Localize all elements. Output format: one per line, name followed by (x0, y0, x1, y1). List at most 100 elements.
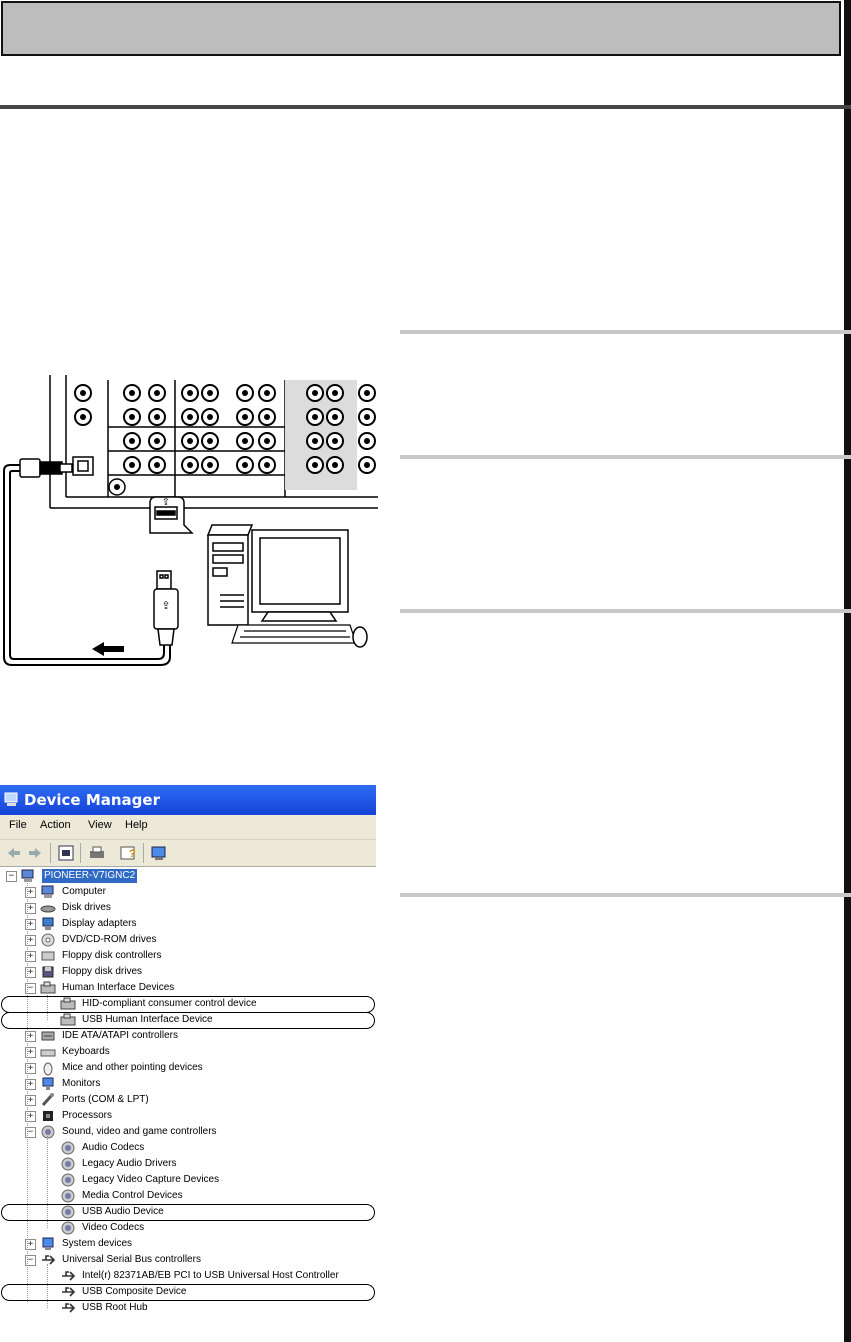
device-label: Media Control Devices (82, 1190, 183, 1201)
usb-plug-a-receiver (19, 458, 73, 478)
rca-jack-center (242, 414, 248, 420)
rca-jack-center (364, 462, 370, 468)
step-rule-1 (400, 330, 851, 334)
expand-icon[interactable]: + (25, 935, 36, 946)
expand-icon[interactable]: + (25, 1079, 36, 1090)
keyboard-icon (40, 1049, 56, 1057)
rca-jack-center (264, 390, 270, 396)
device-label: Audio Codecs (82, 1142, 145, 1153)
step-rule-2 (400, 455, 851, 459)
sound-icon (61, 1205, 75, 1219)
rca-jack-center (187, 438, 193, 444)
help-icon[interactable]: ? (119, 844, 137, 862)
expand-icon[interactable]: + (25, 951, 36, 962)
rca-jack-center (129, 414, 135, 420)
display-adapter-icon (42, 917, 54, 930)
scan-hardware-icon[interactable] (150, 844, 168, 862)
expand-icon[interactable]: + (25, 1047, 36, 1058)
receiver-rear-panel (49, 375, 378, 509)
menu-action[interactable]: Action (40, 819, 71, 831)
category-label: Floppy disk drives (62, 966, 143, 977)
device-label: Legacy Audio Drivers (82, 1158, 177, 1169)
expand-icon[interactable]: + (25, 1111, 36, 1122)
collapse-icon[interactable]: − (25, 983, 36, 994)
expand-icon[interactable]: + (25, 967, 36, 978)
category-label: Keyboards (62, 1046, 110, 1057)
sound-icon (61, 1221, 75, 1235)
monitor-icon (251, 529, 349, 622)
menu-file[interactable]: File (9, 819, 27, 831)
computer-tower-icon (206, 524, 254, 626)
sound-icon (61, 1157, 75, 1171)
device-label: HID-compliant consumer control device (82, 998, 257, 1009)
computer-icon (21, 869, 34, 882)
sound-icon (61, 1141, 75, 1155)
title-bar: Device Manager (0, 785, 376, 815)
page-edge-tab (844, 0, 851, 1342)
back-arrow-icon[interactable] (5, 844, 23, 862)
expand-icon[interactable]: + (25, 1031, 36, 1042)
hid-icon (40, 981, 56, 994)
menu-help[interactable]: Help (125, 819, 148, 831)
category-label: Processors (62, 1110, 113, 1121)
sound-icon (41, 1125, 55, 1139)
expand-icon[interactable]: + (25, 1063, 36, 1074)
highlight-oval (1, 1204, 375, 1221)
device-label: USB Human Interface Device (82, 1014, 213, 1025)
expand-icon[interactable]: + (25, 1095, 36, 1106)
collapse-icon[interactable]: − (6, 871, 17, 882)
rca-jack-center (129, 390, 135, 396)
rca-jack-center (242, 438, 248, 444)
section-rule (0, 105, 851, 109)
properties-icon[interactable] (57, 844, 75, 862)
rca-jack-center (187, 390, 193, 396)
forward-arrow-icon[interactable] (26, 844, 44, 862)
rca-jack-center (154, 390, 160, 396)
mouse-icon (43, 1062, 53, 1076)
category-label: DVD/CD-ROM drives (62, 934, 157, 945)
svg-text:?: ? (129, 848, 136, 860)
expand-icon[interactable]: + (25, 1239, 36, 1250)
expand-icon[interactable]: + (25, 919, 36, 930)
menu-bar: File Action View Help (0, 815, 376, 840)
device-tree: − PIONEER-V7IGNC2 +Computer+Disk drives+… (0, 867, 376, 1342)
rca-jack-center (264, 414, 270, 420)
rca-jack-center (332, 438, 338, 444)
mouse-icon (352, 626, 368, 648)
expand-icon[interactable]: + (25, 903, 36, 914)
expand-icon[interactable]: + (25, 887, 36, 898)
usb-icon (62, 1287, 76, 1297)
device-label: Video Codecs (82, 1222, 145, 1233)
monitor-icon (42, 1077, 54, 1090)
collapse-icon[interactable]: − (25, 1127, 36, 1138)
floppy-drive-icon (42, 966, 54, 978)
sound-icon (61, 1173, 75, 1187)
rca-jack-center (187, 414, 193, 420)
menu-view[interactable]: View (88, 819, 112, 831)
category-label: Universal Serial Bus controllers (62, 1254, 201, 1265)
rca-jacks (74, 384, 376, 474)
rca-jack-center (364, 390, 370, 396)
root-label: PIONEER-V7IGNC2 (42, 869, 138, 883)
ide-controller-icon (41, 1031, 55, 1041)
print-icon[interactable] (88, 844, 106, 862)
usb-plug-computer: ⇪ ⇪ (149, 496, 194, 646)
collapse-icon[interactable]: − (25, 1255, 36, 1266)
usb-connection-diagram: ⇪ ⇪ (3, 375, 378, 666)
direction-arrow-icon (92, 642, 124, 656)
window-title: Device Manager (24, 791, 160, 809)
tree-guide-line (47, 1264, 48, 1308)
device-manager-window: Device Manager File Action View Help ? −… (0, 785, 376, 1342)
tree-guide-line (47, 992, 48, 1020)
device-label: USB Audio Device (82, 1206, 164, 1217)
system-device-icon (42, 1237, 54, 1250)
page-header-bar (1, 1, 841, 56)
category-label: System devices (62, 1238, 133, 1249)
toolbar: ? (0, 840, 376, 867)
category-label: Floppy disk controllers (62, 950, 162, 961)
rca-jack-center (129, 438, 135, 444)
rca-jack-center (242, 462, 248, 468)
disk-drive-icon (40, 905, 56, 913)
rca-jack-center (129, 462, 135, 468)
rca-jack-center (312, 462, 318, 468)
